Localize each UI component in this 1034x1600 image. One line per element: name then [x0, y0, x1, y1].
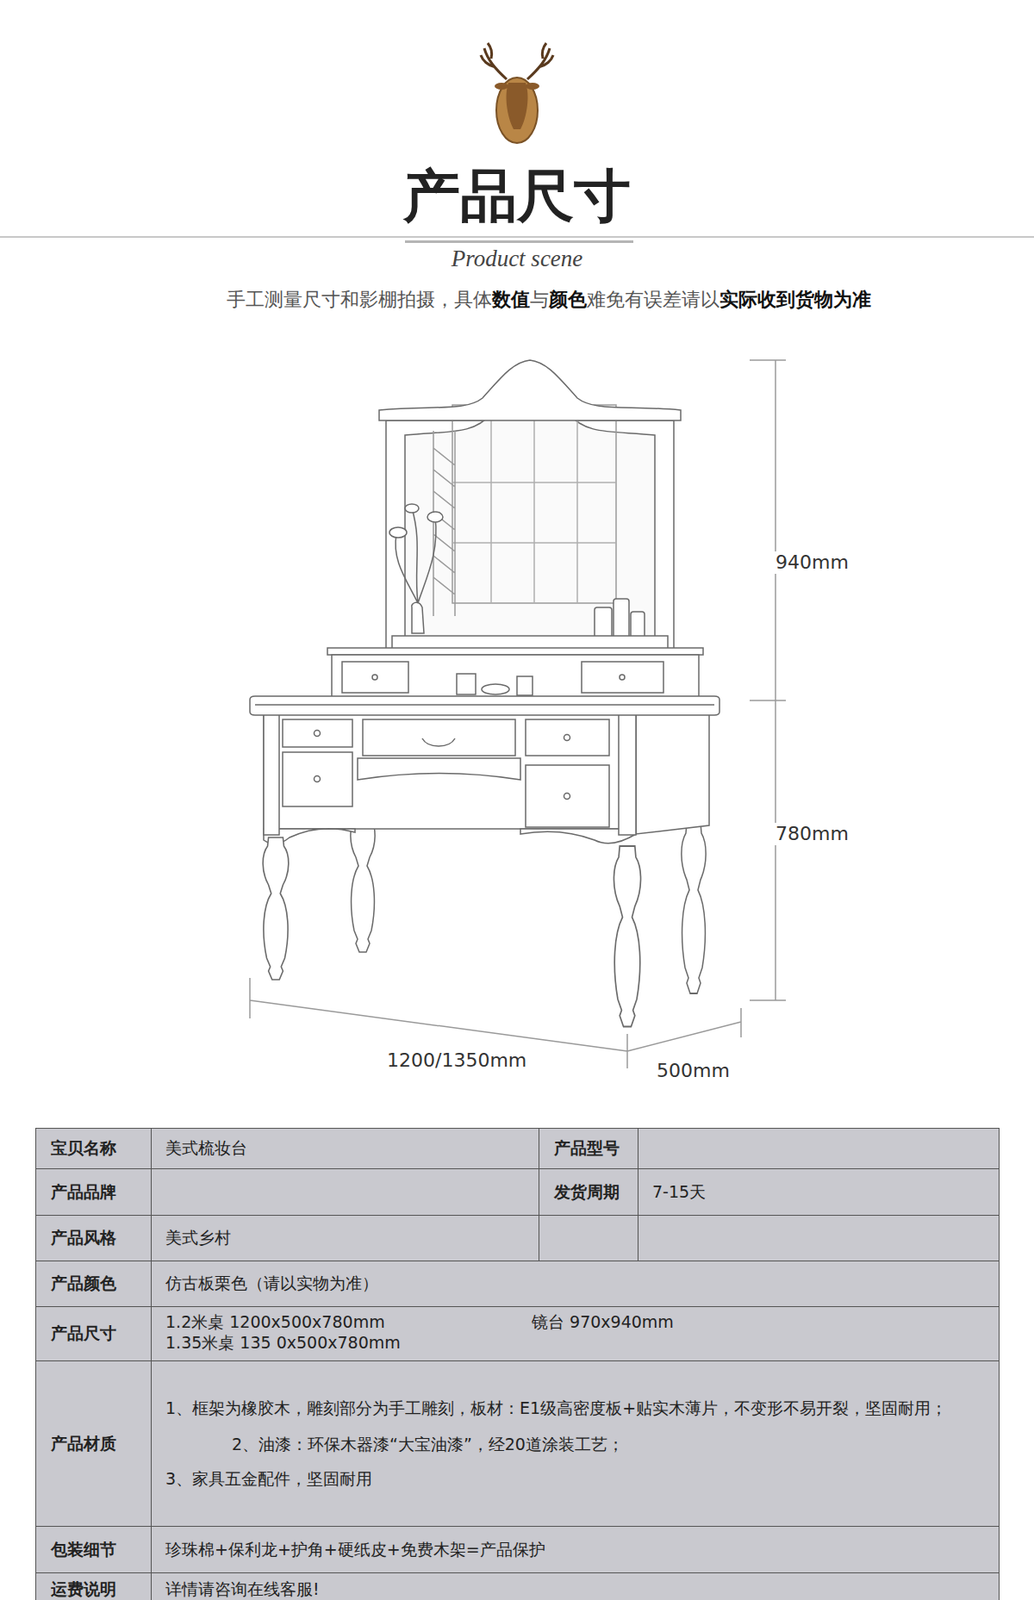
size-line: 1.35米桌 135 0x500x780mm: [165, 1332, 401, 1354]
table-cell: 运费说明: [35, 1572, 152, 1600]
table-cell: 发货周期: [538, 1168, 639, 1216]
dimension-label: 500mm: [654, 1059, 732, 1083]
note: 手工测量尺寸和影棚拍摄，具体数值与颜色难免有误差请以实际收到货物为准: [86, 287, 1012, 313]
note-text: 手工测量尺寸和影棚拍摄，具体: [226, 288, 493, 311]
table-cell: 美式梳妆台: [150, 1127, 540, 1170]
subtitle: Product scene: [0, 244, 1034, 273]
table-cell: 7-15天: [637, 1168, 1000, 1216]
dimension-label: 500mm: [656, 1059, 730, 1082]
table-value: 仿古板栗色（请以实物为准）: [165, 1272, 379, 1296]
note-text: 与: [529, 288, 549, 311]
material-text: 1、框架为橡胶木，雕刻部分为手工雕刻，板材：E1级高密度板+贴实木薄片，不变形不…: [165, 1390, 963, 1464]
table-header: 发货周期: [554, 1181, 620, 1204]
table-header: 宝贝名称: [50, 1137, 117, 1160]
table-value: 7-15天: [652, 1181, 706, 1204]
dimension-label: 940mm: [773, 551, 851, 574]
note-text: 难免有误差请以: [586, 288, 720, 311]
table-header: 产品型号: [554, 1137, 620, 1160]
table-header: 产品风格: [50, 1227, 117, 1250]
table-value: 1.35米桌 135 0x500x780mm: [165, 1332, 401, 1352]
header-rule: [0, 236, 1034, 238]
material-text: 3、家具五金配件，坚固耐用: [165, 1461, 373, 1498]
dimension-label: 1200/1350mm: [385, 1049, 529, 1072]
dimension-lines: [249, 360, 786, 1069]
size-line: 镜台 970x940mm: [531, 1312, 674, 1333]
dimension-label: 940mm: [775, 551, 849, 574]
table-value: 珍珠棉+保利龙+护角+硬纸皮+免费木架=产品保护: [165, 1538, 546, 1562]
dimension-label: 1200/1350mm: [386, 1049, 527, 1072]
material-text: 3、家具五金配件，坚固耐用: [165, 1469, 373, 1489]
material-text: 1、框架为橡胶木，雕刻部分为手工雕刻，板材：E1级高密度板+贴实木薄片，不变形不…: [165, 1398, 947, 1418]
table-cell: 宝贝名称: [35, 1127, 152, 1170]
table-cell: 产品尺寸: [35, 1306, 152, 1362]
table-value: 详情请咨询在线客服!: [165, 1578, 320, 1600]
page-title: 产品尺寸: [0, 167, 1034, 225]
note-text: 数值: [492, 288, 530, 311]
table-cell: [637, 1214, 1000, 1262]
table-cell: 美式乡村: [150, 1214, 540, 1262]
table-cell: 产品材质: [35, 1360, 152, 1527]
table-header: 产品材质: [50, 1432, 117, 1456]
size-line: 1.2米桌 1200x500x780mm: [165, 1312, 386, 1333]
table-cell: 产品风格: [35, 1214, 152, 1262]
note-text: 实际收到货物为准: [719, 288, 872, 311]
table-cell: 仿古板栗色（请以实物为准）: [150, 1260, 1000, 1308]
table-header: 产品尺寸: [50, 1322, 117, 1346]
table-cell: 产品型号: [538, 1127, 639, 1170]
table-cell: [538, 1214, 639, 1262]
table-cell: 1.2米桌 1200x500x780mm 镜台 970x940mm 1.35米桌 1…: [150, 1306, 1000, 1362]
table-header: 产品颜色: [50, 1272, 117, 1296]
table-header: 运费说明: [50, 1578, 117, 1600]
dimension-label: 780mm: [773, 822, 851, 846]
table-cell: 详情请咨询在线客服!: [150, 1572, 1000, 1600]
table-cell: 产品品牌: [35, 1168, 152, 1216]
table-value: 镜台 970x940mm: [531, 1312, 674, 1332]
note-text: 颜色: [548, 288, 587, 311]
subtitle: Product scene: [451, 245, 584, 272]
page-title: 产品尺寸: [403, 161, 631, 230]
table-cell: 1、框架为橡胶木，雕刻部分为手工雕刻，板材：E1级高密度板+贴实木薄片，不变形不…: [150, 1360, 1000, 1527]
header-underline: [404, 240, 634, 243]
material-text: 2、油漆：环保木器漆“大宝油漆”，经20道涂装工艺；: [231, 1434, 624, 1454]
table-cell: 珍珠棉+保利龙+护角+硬纸皮+免费木架=产品保护: [150, 1526, 1000, 1574]
vanity-drawing: [249, 360, 720, 1028]
table-value: 美式梳妆台: [165, 1137, 248, 1160]
table-cell: 包装细节: [35, 1526, 152, 1574]
table-cell: [150, 1168, 540, 1216]
table-value: 美式乡村: [165, 1227, 231, 1250]
table-cell: [637, 1127, 1000, 1170]
deer-head: [480, 43, 554, 144]
table-header: 包装细节: [50, 1538, 117, 1562]
dimension-label: 780mm: [775, 822, 849, 845]
table-cell: 产品颜色: [35, 1260, 152, 1308]
table-header: 产品品牌: [50, 1181, 117, 1204]
table-value: 1.2米桌 1200x500x780mm: [165, 1312, 386, 1332]
